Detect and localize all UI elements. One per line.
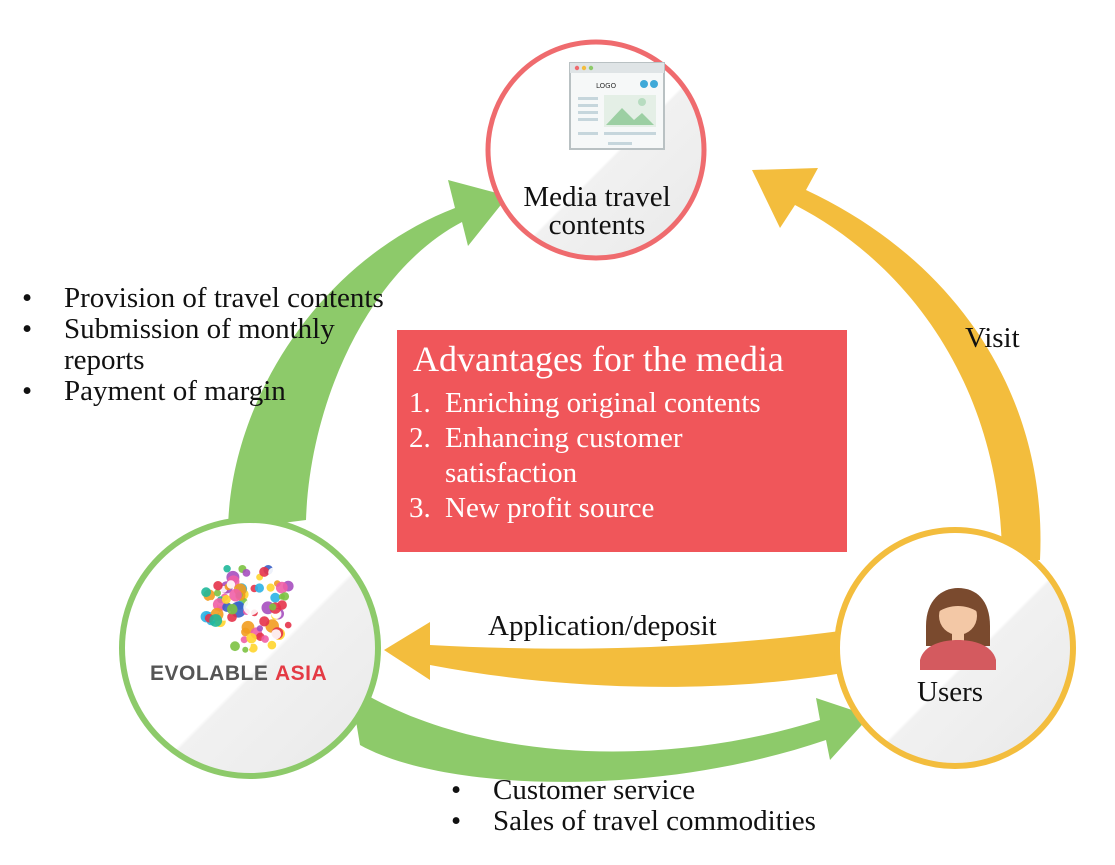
globe-dot (243, 599, 260, 616)
globe-dot (271, 629, 282, 640)
globe-dot (230, 623, 238, 631)
media-node-label: Media travel contents (512, 181, 682, 241)
globe-dot (284, 621, 292, 629)
advantage-text-2-cont: satisfaction (445, 457, 578, 489)
green-arrow-service (350, 685, 870, 782)
globe-dot (246, 633, 257, 644)
globe-dot (267, 640, 277, 650)
globe-dot (269, 603, 277, 611)
globe-dot (201, 587, 212, 598)
bullet-text-customer-service: Customer service (493, 774, 696, 806)
advantage-number-1: 1. (409, 387, 431, 419)
yellow-arrow-application (384, 622, 860, 687)
advantage-number-3: 3. (409, 492, 431, 524)
globe-dot (240, 636, 248, 644)
globe-dot (241, 627, 250, 637)
globe-dot (266, 583, 275, 592)
advantage-item-2: 2. Enhancing customer satisfaction (409, 421, 847, 491)
advantage-text-1: Enriching original contents (445, 387, 761, 419)
globe-dot (242, 646, 249, 653)
bullet-sales: Sales of travel commodities (441, 805, 901, 838)
globe-dot (212, 630, 224, 642)
globe-dot (221, 594, 231, 604)
globe-dot (214, 589, 221, 597)
globe-dot (227, 612, 237, 622)
globe-dot (279, 571, 289, 580)
advantages-list: 1. Enriching original contents 2. Enhanc… (409, 386, 847, 526)
globe-dot (259, 566, 270, 577)
globe-dot (209, 614, 223, 627)
media-label-line1: Media travel (523, 181, 671, 213)
application-deposit-label: Application/deposit (488, 610, 717, 642)
globe-dot (229, 588, 242, 602)
visit-label: Visit (965, 322, 1020, 354)
advantages-title: Advantages for the media (413, 339, 784, 379)
service-bullet-list: Customer service Sales of travel commodi… (441, 774, 901, 838)
bullet-payment: Payment of margin (12, 375, 432, 408)
advantage-item-1: 1. Enriching original contents (409, 386, 847, 421)
bullet-customer-service: Customer service (441, 774, 901, 807)
yellow-arrow-visit (752, 168, 1041, 560)
bullet-provision: Provision of travel contents (12, 282, 432, 315)
bullet-text-payment: Payment of margin (64, 375, 286, 407)
provision-bullet-list: Provision of travel contents Submission … (12, 282, 432, 408)
bullet-text-provision: Provision of travel contents (64, 282, 384, 314)
bullet-text-submission: Submission of monthly (64, 313, 335, 345)
colorful-dots-globe-icon (200, 565, 294, 653)
globe-dot (275, 581, 288, 594)
globe-dot (270, 592, 281, 603)
advantage-text-3: New profit source (445, 492, 655, 524)
globe-dot (230, 641, 240, 652)
globe-dot (226, 580, 236, 589)
users-node-label: Users (917, 676, 984, 708)
advantage-number-2: 2. (409, 422, 431, 454)
globe-dot (256, 625, 263, 632)
person-icon (920, 588, 996, 670)
advantage-item-3: 3. New profit source (409, 491, 847, 526)
globe-dot (223, 565, 231, 573)
globe-dot (254, 583, 264, 593)
evolable-logo-word: EVOLABLE (150, 662, 268, 685)
globe-dot (248, 643, 258, 653)
advantage-text-2: Enhancing customer (445, 422, 683, 454)
globe-dot (259, 616, 270, 627)
logo-icon-text: LOGO (596, 82, 617, 90)
media-label-line2: contents (548, 209, 646, 241)
globe-dot (213, 581, 223, 591)
green-arrow-provision (228, 180, 508, 530)
advantages-box: Advantages for the media 1. Enriching or… (397, 330, 847, 552)
webpage-logo-icon: LOGO (569, 62, 665, 150)
asia-logo-word: ASIA (275, 662, 327, 685)
globe-dot (227, 603, 238, 615)
globe-dot (280, 592, 290, 601)
globe-dot (268, 567, 278, 578)
bullet-text-sales: Sales of travel commodities (493, 805, 816, 837)
globe-dot (261, 635, 269, 643)
globe-dot (242, 569, 251, 577)
bullet-text-submission-cont: reports (64, 344, 145, 376)
